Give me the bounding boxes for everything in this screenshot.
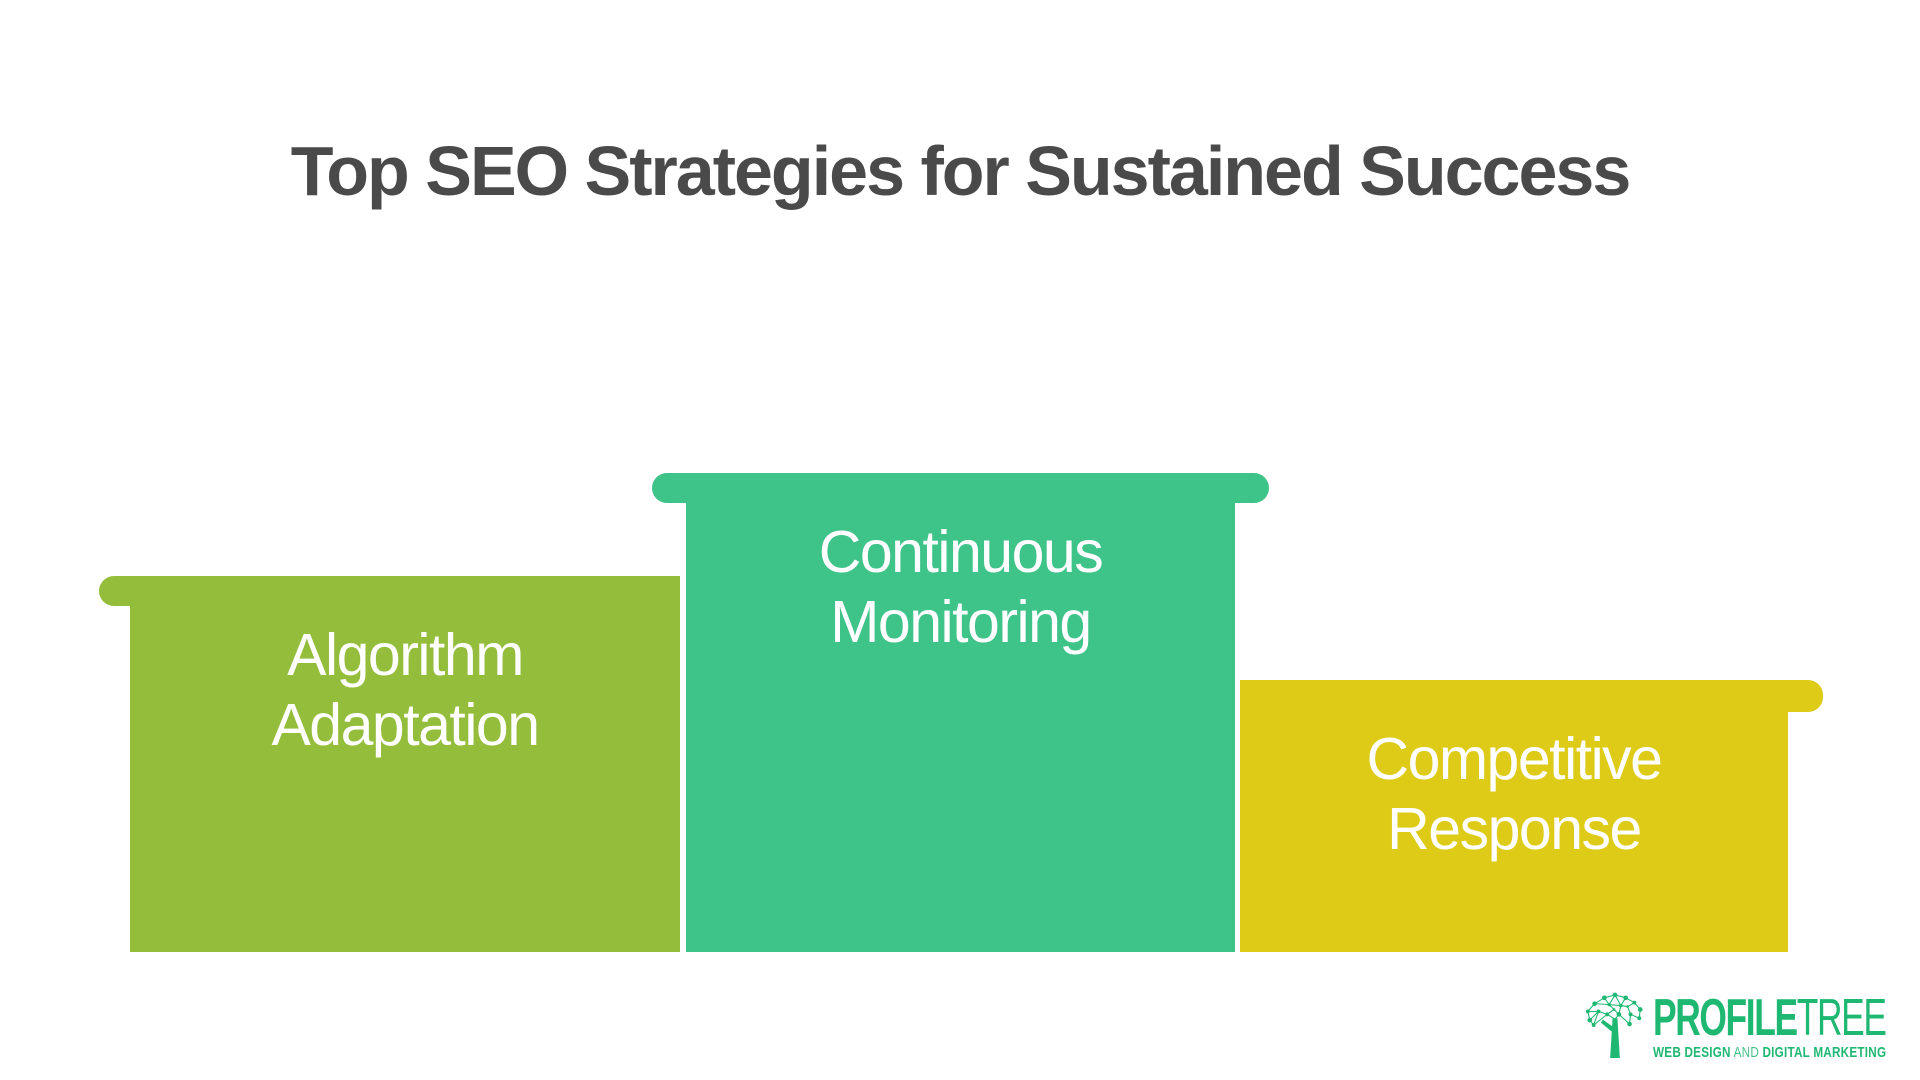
logo-tagline-bold-1: WEB DESIGN <box>1653 1044 1731 1061</box>
bar-body <box>130 576 680 952</box>
logo-tagline: WEB DESIGN AND DIGITAL MARKETING <box>1653 1044 1886 1061</box>
logo-wordmark-secondary: TREE <box>1796 989 1887 1047</box>
logo-wordmark-primary: PROFILE <box>1653 989 1798 1047</box>
bar-label-line: Continuous <box>818 519 1104 585</box>
logo-tagline-bold-2: DIGITAL MARKETING <box>1762 1044 1887 1061</box>
bar-competitive-response: Competitive Response <box>1240 680 1823 952</box>
page-title: Top SEO Strategies for Sustained Success <box>290 132 1632 210</box>
bar-body <box>1240 680 1788 952</box>
bar-label: Competitive Response <box>1240 724 1788 864</box>
logo-text: PROFILETREE WEB DESIGN AND DIGITAL MARKE… <box>1653 992 1887 1060</box>
bar-label-line: Monitoring <box>830 589 1092 655</box>
bar-algorithm-adaptation: Algorithm Adaptation <box>99 576 680 952</box>
bar-label-line: Competitive <box>1366 726 1663 792</box>
bar-body <box>686 473 1235 952</box>
bar-continuous-monitoring: Continuous Monitoring <box>652 473 1269 952</box>
tree-network-icon <box>1585 992 1643 1058</box>
bar-label: Continuous Monitoring <box>686 517 1235 657</box>
bar-label-line: Response <box>1387 796 1642 862</box>
bar-label: Algorithm Adaptation <box>130 620 680 760</box>
profiletree-logo: PROFILETREE WEB DESIGN AND DIGITAL MARKE… <box>1583 992 1887 1060</box>
logo-tagline-light: AND <box>1730 1044 1763 1061</box>
bar-label-line: Algorithm <box>287 622 524 688</box>
bar-label-line: Adaptation <box>271 692 540 758</box>
logo-wordmark: PROFILETREE <box>1653 989 1887 1047</box>
